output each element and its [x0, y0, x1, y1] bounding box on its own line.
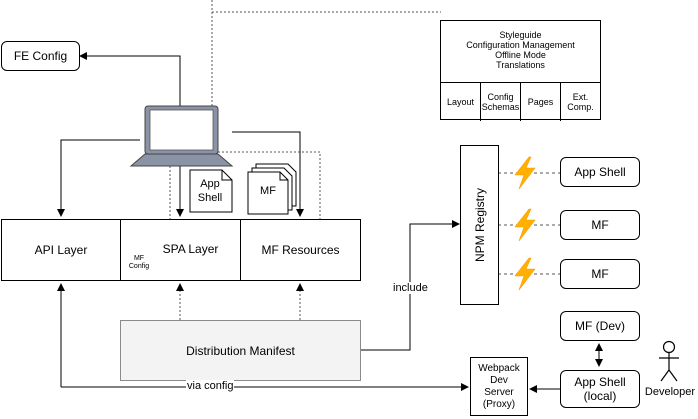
npm-registry-label: NPM Registry — [472, 187, 487, 263]
styleguide-cells-row: Layout Config Schemas Pages Ext. Comp. — [441, 82, 600, 121]
mf-dev-label: MF (Dev) — [575, 319, 625, 333]
distribution-manifest-label: Distribution Manifest — [186, 343, 295, 358]
styleguide-cell-config-schemas[interactable]: Config Schemas — [481, 83, 521, 121]
laptop-icon — [129, 105, 234, 167]
webpack-dev-server-label: Webpack Dev Server (Proxy) — [478, 362, 520, 410]
api-layer-node[interactable]: API Layer — [1, 219, 121, 281]
fe-config-node[interactable]: FE Config — [1, 41, 80, 71]
app-shell-local-node[interactable]: App Shell (local) — [560, 370, 640, 408]
lightning-icon — [514, 156, 536, 190]
app-shell-local-label: App Shell (local) — [574, 375, 626, 403]
styleguide-features-text: Styleguide Configuration Management Offl… — [466, 30, 575, 70]
via-config-edge-label: via config — [186, 380, 235, 392]
mf-doc-label: MF — [260, 185, 276, 197]
webpack-dev-server-node[interactable]: Webpack Dev Server (Proxy) — [470, 357, 528, 416]
npm-registry-node[interactable]: NPM Registry — [460, 145, 499, 305]
styleguide-cell-layout[interactable]: Layout — [441, 83, 481, 121]
registry-mf-label: MF — [591, 267, 609, 281]
registry-app-shell-label: App Shell — [574, 165, 626, 179]
registry-mf-label: MF — [591, 218, 609, 232]
spa-layer-node[interactable]: SPA Layer — [120, 219, 241, 281]
api-layer-label: API Layer — [34, 243, 88, 257]
dotted-top-connector — [211, 0, 441, 13]
mf-resources-label: MF Resources — [261, 243, 340, 257]
arrow-laptop-to-mfres — [232, 131, 304, 217]
mf-resources-node[interactable]: MF Resources — [240, 219, 361, 281]
styleguide-cell-pages[interactable]: Pages — [521, 83, 561, 121]
styleguide-node[interactable]: Styleguide Configuration Management Offl… — [440, 20, 601, 121]
distribution-manifest-node[interactable]: Distribution Manifest — [120, 320, 361, 381]
lightning-icon — [514, 208, 536, 242]
styleguide-cell-ext-comp[interactable]: Ext. Comp. — [567, 92, 594, 112]
lightning-icon — [514, 257, 536, 291]
include-edge-label: include — [392, 282, 429, 294]
mf-config-doc-label: MF Config — [128, 255, 150, 270]
registry-app-shell-node[interactable]: App Shell — [560, 157, 640, 187]
developer-label: Developer — [644, 386, 696, 398]
arrow-laptop-to-api — [57, 139, 140, 217]
fe-config-label: FE Config — [13, 49, 68, 63]
app-shell-doc-label: App Shell — [197, 178, 223, 204]
mf-dev-node[interactable]: MF (Dev) — [560, 311, 640, 341]
registry-mf-node[interactable]: MF — [560, 210, 640, 240]
developer-icon — [659, 340, 679, 382]
spa-layer-label: SPA Layer — [162, 242, 219, 256]
arrow-laptop-to-feconfig — [79, 52, 181, 108]
registry-mf-node[interactable]: MF — [560, 259, 640, 289]
